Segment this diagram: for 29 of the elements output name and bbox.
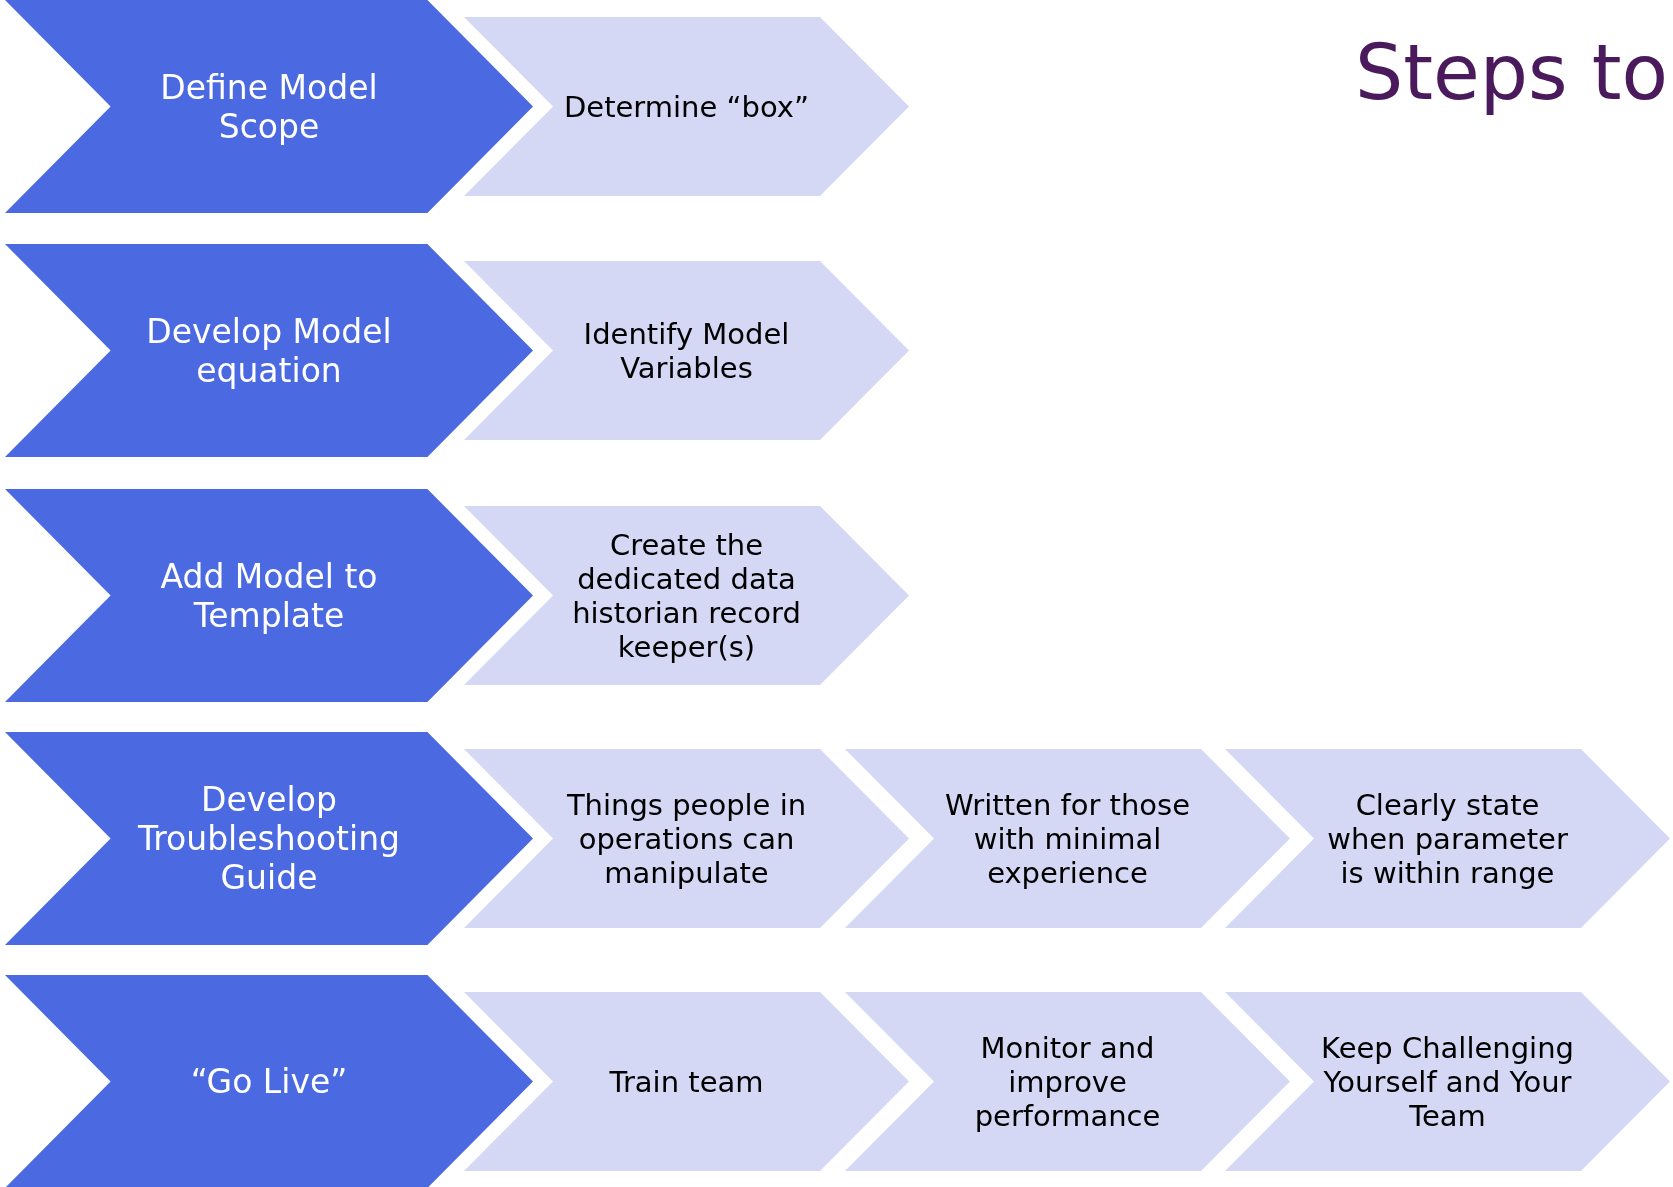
step-label: Develop Troubleshooting Guide [136,780,402,897]
task-banner [464,506,909,685]
step-label: Define Model Scope [159,67,379,146]
task-banner [845,749,1290,928]
task-banner [464,17,909,196]
step-label: “Go Live” [190,1062,348,1101]
task-banner [1225,992,1670,1171]
phase-banner [5,0,533,213]
step-label: Clearly state when parameter is within range [1326,787,1569,890]
step-label: Identify Model Variables [582,316,791,385]
phase-banner [5,244,533,457]
phase-banner [5,975,533,1187]
step-label: Keep Challenging Yourself and Your Team [1320,1030,1575,1133]
slide-title: Steps to [1355,28,1669,117]
phase-banner [5,489,533,702]
step-label: Determine “box” [564,89,809,124]
step-label: Develop Model equation [145,311,393,390]
step-label: Monitor and improve performance [973,1030,1162,1133]
step-label: Train team [609,1064,764,1099]
step-label: Things people in operations can manipulate [565,787,808,890]
task-banner [464,749,909,928]
task-banner [845,992,1290,1171]
phase-banner [5,732,533,945]
task-banner [464,261,909,440]
step-label: Create the dedicated data historian record keeper(s) [571,527,802,664]
step-label: Written for those with minimal experience [943,787,1192,890]
task-banner [464,992,909,1171]
step-label: Add Model to Template [159,556,379,635]
task-banner [1225,749,1670,928]
